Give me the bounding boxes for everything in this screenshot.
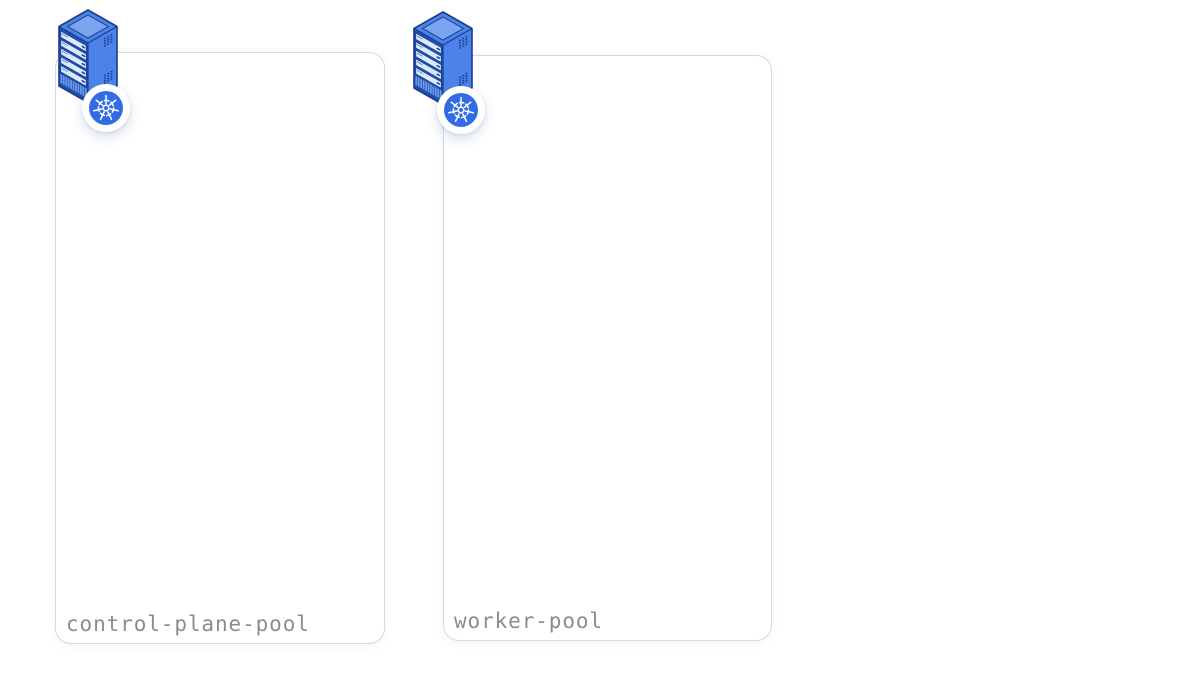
kubernetes-badge <box>437 86 485 134</box>
kubernetes-icon <box>444 93 478 127</box>
node-control-plane[interactable] <box>54 7 176 139</box>
pool-panel-control-plane[interactable]: control-plane-pool <box>55 52 385 644</box>
pool-panel-worker[interactable]: worker-pool <box>443 55 772 641</box>
kubernetes-badge <box>82 84 130 132</box>
kubernetes-icon <box>89 91 123 125</box>
node-worker[interactable] <box>409 9 531 141</box>
pool-label: worker-pool <box>454 609 603 633</box>
pool-label: control-plane-pool <box>66 612 310 636</box>
